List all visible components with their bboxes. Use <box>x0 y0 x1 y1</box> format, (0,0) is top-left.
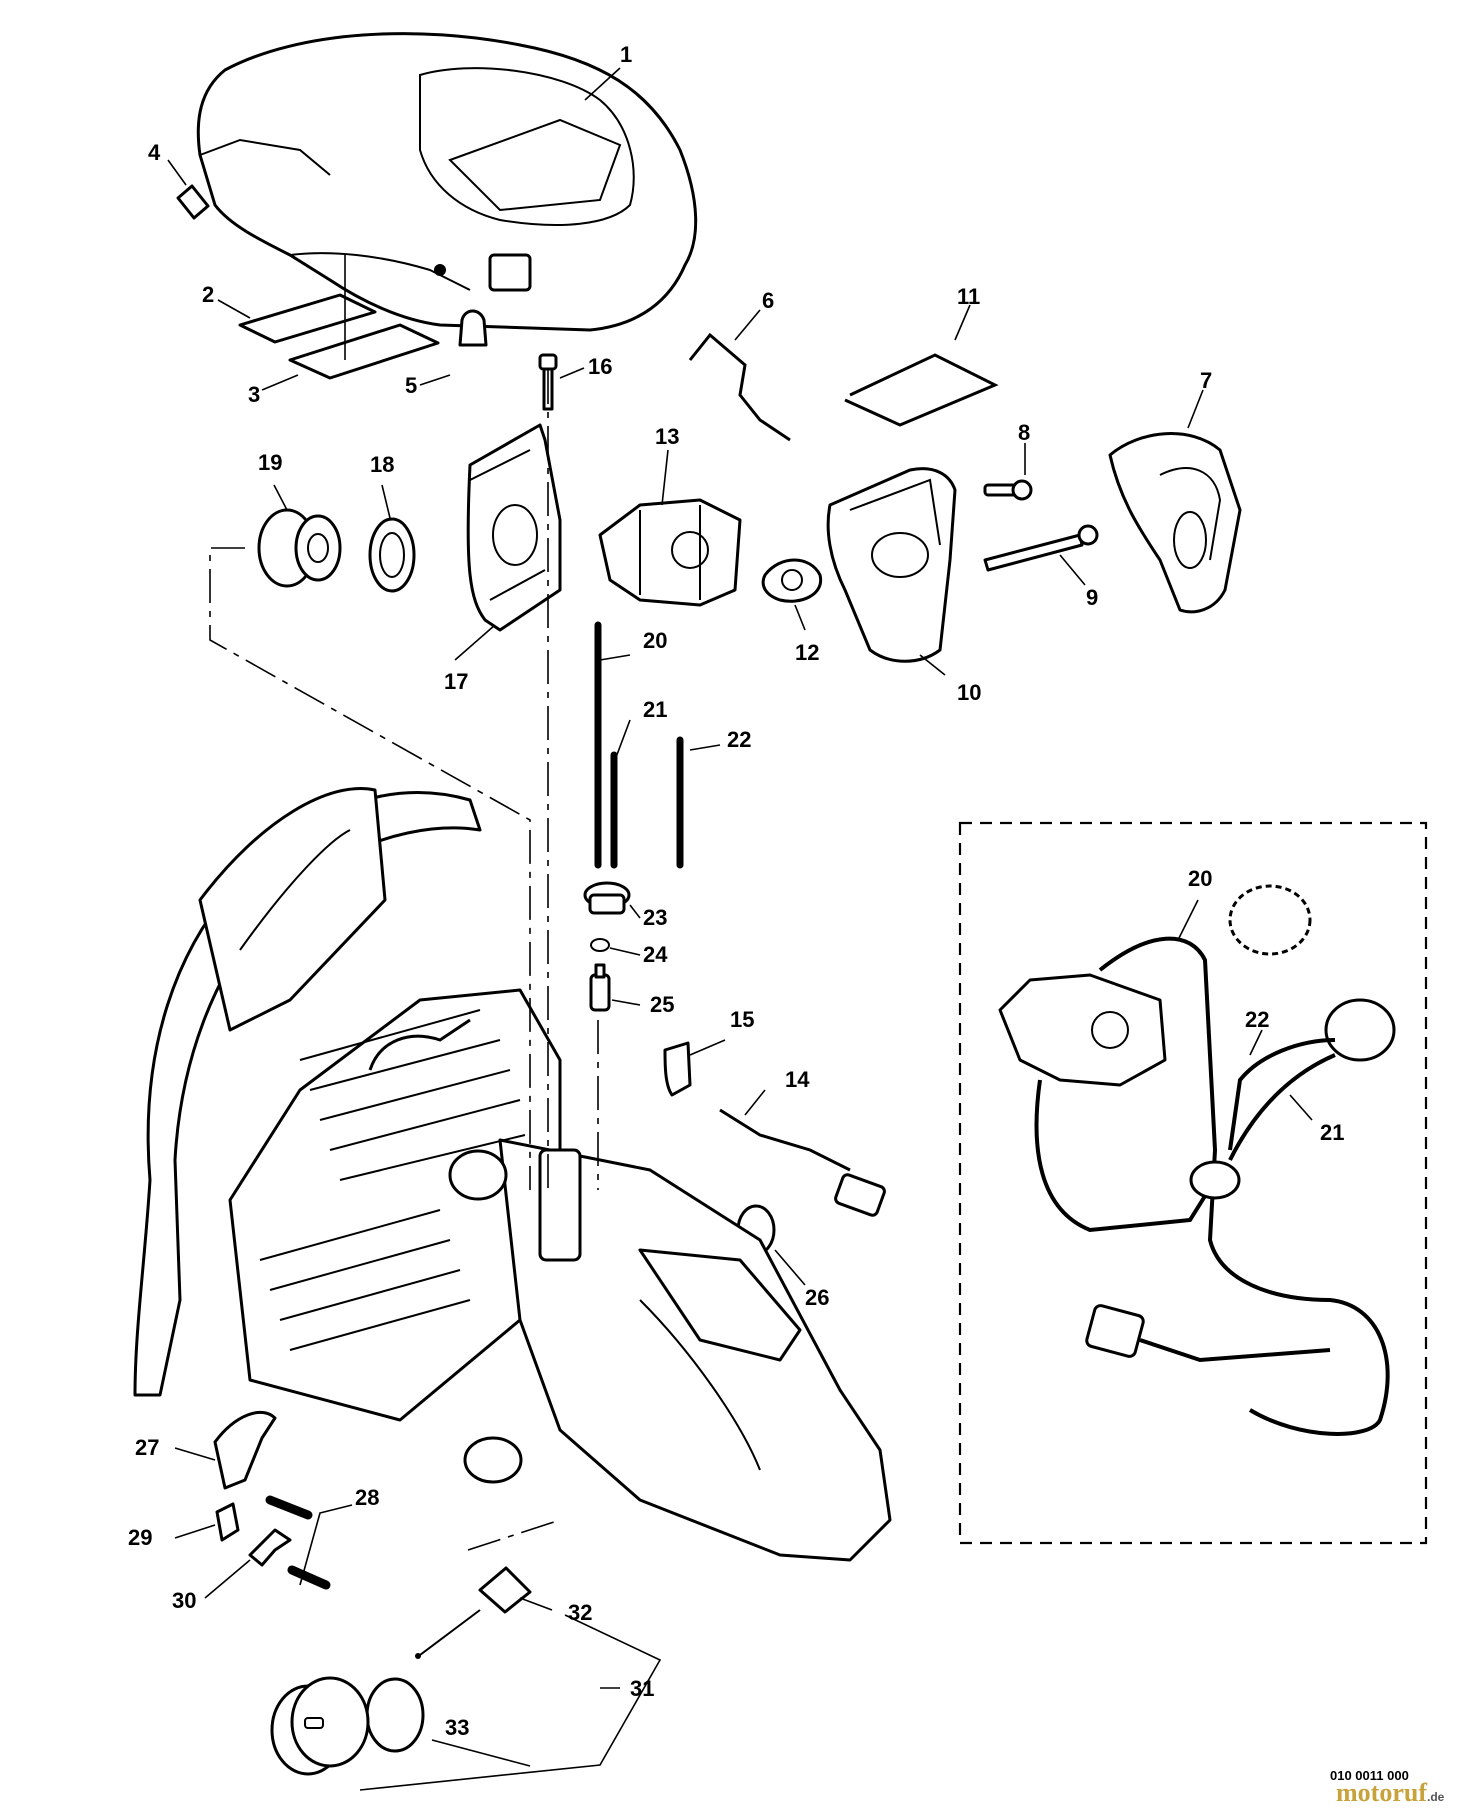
callout-17: 17 <box>444 669 468 694</box>
watermark-text: motoruf <box>1336 1778 1427 1807</box>
callout-9: 9 <box>1086 585 1098 610</box>
fuel-line-inset <box>958 821 1428 1545</box>
callout-13: 13 <box>655 424 679 449</box>
wire-bracket-part[interactable] <box>844 353 999 427</box>
inset-callout-21: 21 <box>1320 1120 1344 1145</box>
switch-part[interactable] <box>663 1041 692 1097</box>
seal-ring-part[interactable] <box>368 517 416 593</box>
callout-22: 22 <box>727 727 751 752</box>
callout-29: 29 <box>128 1525 152 1550</box>
inset-callout-20: 20 <box>1188 866 1212 891</box>
callout-2: 2 <box>202 282 214 307</box>
short-screw-part[interactable] <box>983 479 1033 501</box>
callout-15: 15 <box>730 1007 754 1032</box>
oil-pickup-part[interactable] <box>415 1566 532 1659</box>
long-bolt-part[interactable] <box>983 524 1099 572</box>
callout-26: 26 <box>805 1285 829 1310</box>
callout-8: 8 <box>1018 420 1030 445</box>
gasket-part[interactable] <box>761 558 823 603</box>
chain-catcher-part[interactable] <box>215 1502 240 1542</box>
ignition-lead-part[interactable] <box>719 1108 886 1217</box>
callout-19: 19 <box>258 450 282 475</box>
tensioner-part[interactable] <box>213 1410 277 1490</box>
wire-clip-part[interactable] <box>688 332 791 442</box>
label-decal-part[interactable] <box>238 255 440 380</box>
o-ring-part[interactable] <box>365 1677 425 1753</box>
saw-body-assembly <box>133 787 892 1562</box>
callout-4: 4 <box>148 140 161 165</box>
callout-32: 32 <box>568 1600 592 1625</box>
adjuster-part[interactable] <box>248 1528 292 1567</box>
callout-28: 28 <box>355 1485 379 1510</box>
callout-30: 30 <box>172 1588 196 1613</box>
callout-25: 25 <box>650 992 674 1017</box>
carb-flange-part[interactable] <box>466 423 562 632</box>
carburetor-part[interactable] <box>598 498 742 607</box>
callout-16: 16 <box>588 354 612 379</box>
callout-31: 31 <box>630 1676 654 1701</box>
top-cover-part[interactable] <box>196 32 698 332</box>
callout-11: 11 <box>957 284 980 309</box>
callout-33: 33 <box>445 1715 469 1740</box>
callout-18: 18 <box>370 452 394 477</box>
watermark-logo: motoruf.de <box>1336 1778 1444 1808</box>
callout-21: 21 <box>643 697 667 722</box>
callout-6: 6 <box>762 288 774 313</box>
air-filter-cover-part[interactable] <box>1108 432 1242 614</box>
callout-20: 20 <box>643 628 667 653</box>
watermark-tld: .de <box>1426 1790 1445 1804</box>
clip-ring-part[interactable] <box>590 938 610 952</box>
callout-12: 12 <box>795 640 819 665</box>
callout-27: 27 <box>135 1435 159 1460</box>
callout-14: 14 <box>785 1067 810 1092</box>
callout-5: 5 <box>405 373 417 398</box>
grommet-part[interactable] <box>583 881 631 915</box>
buffer-part[interactable] <box>458 309 488 347</box>
fuel-filter-part[interactable] <box>589 963 611 1012</box>
intake-boot-part[interactable] <box>257 508 342 588</box>
callout-23: 23 <box>643 905 667 930</box>
callout-24: 24 <box>643 942 668 967</box>
air-filter-housing-part[interactable] <box>826 467 957 663</box>
callout-1: 1 <box>620 42 632 67</box>
inset-callout-22: 22 <box>1245 1007 1269 1032</box>
oil-cap-part[interactable] <box>270 1676 370 1776</box>
drawing-number: 010 0011 000 <box>1330 1768 1409 1783</box>
pin-part[interactable] <box>176 184 210 220</box>
callout-10: 10 <box>957 680 981 705</box>
callout-3: 3 <box>248 382 260 407</box>
callout-7: 7 <box>1200 368 1212 393</box>
dowel-pin-part[interactable] <box>265 1495 331 1590</box>
